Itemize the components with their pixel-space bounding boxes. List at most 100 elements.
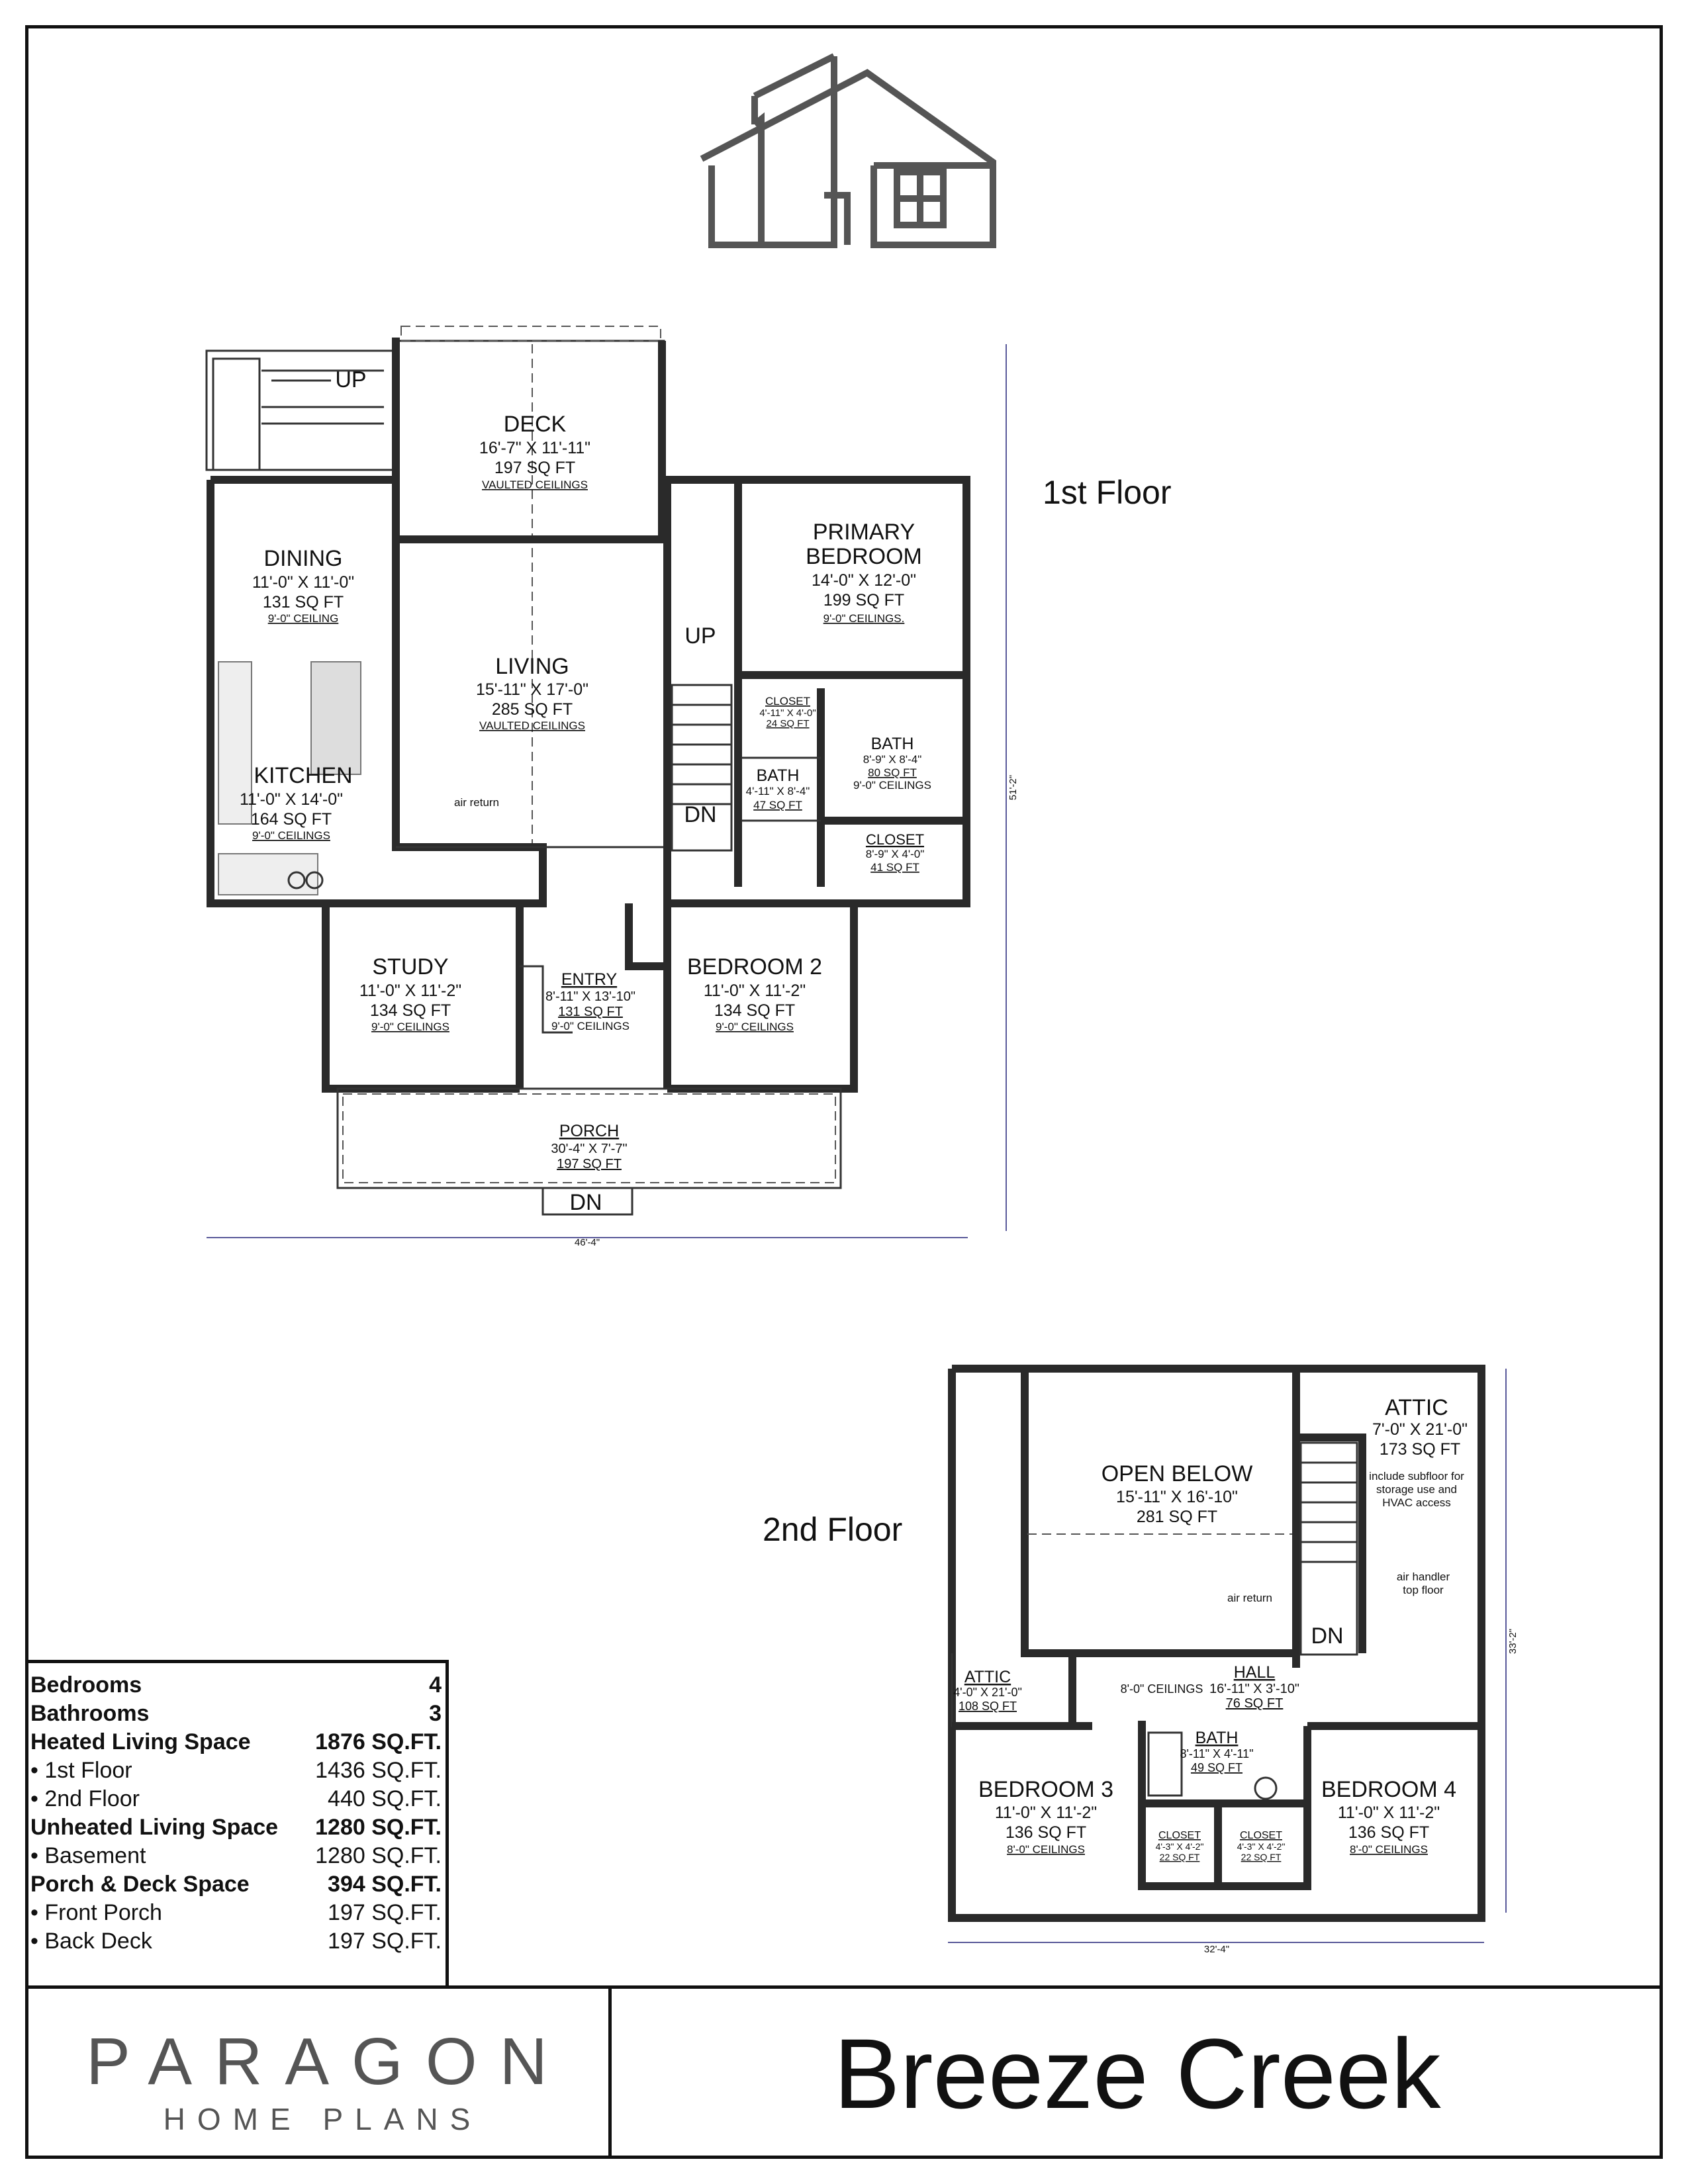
bedroom4-size: 11'-0" X 11'-2"	[1338, 1803, 1440, 1822]
bedroom3-ceiling: 8'-0" CEILINGS	[1007, 1843, 1085, 1856]
attic-note-2: storage use and	[1376, 1483, 1457, 1496]
closet-b-area: 41 SQ FT	[870, 861, 919, 874]
study-name: STUDY	[372, 954, 448, 979]
deck-area: 197 SQ FT	[494, 459, 575, 477]
bath-primary-ceiling: 9'-0" CEILINGS	[853, 779, 931, 792]
porch-size: 30'-4" X 7'-7"	[551, 1142, 627, 1156]
study-size: 11'-0" X 11'-2"	[359, 981, 461, 1000]
house-outline-icon	[700, 53, 996, 248]
primary-name-1: PRIMARY	[813, 520, 915, 545]
closet-b-size: 8'-9" X 4'-0"	[866, 848, 925, 860]
living-size: 15'-11" X 17'-0"	[476, 680, 588, 699]
closet-l-size: 4'-3" X 4'-2"	[1156, 1841, 1204, 1852]
kitchen-area: 164 SQ FT	[251, 810, 332, 829]
first-floor-plan	[205, 326, 1007, 1238]
bedroom4-area: 136 SQ FT	[1348, 1823, 1429, 1842]
stats-row: Heated Living Space 1876 SQ.FT.	[30, 1728, 442, 1756]
bath-2f-size: 8'-11" X 4'-11"	[1180, 1747, 1253, 1760]
bath-hall-name: BATH	[757, 766, 800, 785]
closet-a-size: 4'-11" X 4'-0"	[759, 707, 816, 719]
closet-r-size: 4'-3" X 4'-2"	[1237, 1841, 1286, 1852]
stats-value: 440 SQ.FT.	[328, 1786, 442, 1811]
brand-name: PARAGON	[86, 2025, 570, 2099]
open-below-name: OPEN BELOW	[1102, 1461, 1253, 1486]
closet-b-name: CLOSET	[866, 831, 924, 848]
plan-title: Breeze Creek	[833, 2018, 1441, 2129]
ff-width-dim: 46'-4"	[575, 1237, 600, 1248]
bedroom3-area: 136 SQ FT	[1006, 1823, 1086, 1842]
stats-label: • Back Deck	[30, 1929, 152, 1954]
closet-a-name: CLOSET	[765, 695, 810, 707]
stats-label: • Front Porch	[30, 1900, 162, 1925]
bedroom3-name: BEDROOM 3	[978, 1777, 1113, 1802]
attic-note-1: include subfloor for	[1369, 1470, 1464, 1482]
porch-area: 197 SQ FT	[557, 1157, 622, 1171]
living-name: LIVING	[495, 654, 569, 679]
stats-label: Porch & Deck Space	[30, 1872, 250, 1897]
bedroom2-ceiling: 9'-0" CEILINGS	[716, 1021, 794, 1033]
stats-value: 1280 SQ.FT.	[315, 1815, 442, 1840]
stats-label: • Basement	[30, 1843, 146, 1868]
up-mark-back: UP	[335, 367, 366, 392]
dn-mark-porch: DN	[569, 1190, 602, 1215]
attic-right-size: 7'-0" X 21'-0"	[1372, 1420, 1468, 1439]
dining-name: DINING	[264, 546, 343, 571]
stats-label: Heated Living Space	[30, 1729, 251, 1754]
primary-area: 199 SQ FT	[823, 591, 904, 610]
stats-value: 197 SQ.FT.	[328, 1900, 442, 1925]
air-return-label: air return	[454, 796, 499, 809]
open-below-size: 15'-11" X 16'-10"	[1116, 1488, 1238, 1506]
dining-ceiling: 9'-0" CEILING	[268, 612, 339, 625]
deck-size: 16'-7" X 11'-11"	[479, 439, 590, 457]
hall-ceiling: 8'-0" CEILINGS	[1121, 1682, 1203, 1696]
ff-depth-dim: 51'-2"	[1008, 775, 1019, 800]
closet-a-area: 24 SQ FT	[766, 718, 809, 729]
dining-size: 11'-0" X 11'-0"	[252, 573, 354, 592]
primary-ceiling: 9'-0" CEILINGS.	[823, 612, 905, 625]
stats-value: 197 SQ.FT.	[328, 1929, 442, 1954]
bath-primary-size: 8'-9" X 8'-4"	[863, 753, 922, 766]
stats-label: • 2nd Floor	[30, 1786, 140, 1811]
second-floor-label: 2nd Floor	[763, 1511, 903, 1548]
stats-value: 1280 SQ.FT.	[315, 1843, 442, 1868]
entry-area: 131 SQ FT	[558, 1005, 623, 1019]
attic-left-size: 4'-0" X 21'-0"	[953, 1686, 1022, 1699]
bedroom3-size: 11'-0" X 11'-2"	[995, 1803, 1097, 1822]
study-ceiling: 9'-0" CEILINGS	[371, 1021, 449, 1033]
deck-ceiling: VAULTED CEILINGS	[482, 478, 588, 491]
bath-primary-area: 80 SQ FT	[868, 766, 917, 779]
closet-l-name: CLOSET	[1158, 1830, 1201, 1841]
primary-size: 14'-0" X 12'-0"	[812, 571, 916, 590]
air-handler-1: air handler	[1397, 1570, 1450, 1583]
bath-2f-name: BATH	[1196, 1729, 1239, 1747]
sf-depth-dim: 33'-2"	[1507, 1629, 1519, 1654]
primary-name-2: BEDROOM	[806, 544, 922, 569]
stats-row: • Basement 1280 SQ.FT.	[30, 1842, 442, 1870]
attic-left-area: 108 SQ FT	[959, 1700, 1017, 1713]
attic-left-name: ATTIC	[964, 1668, 1011, 1686]
dining-area: 131 SQ FT	[263, 593, 344, 612]
hall-area: 76 SQ FT	[1226, 1696, 1284, 1711]
attic-right-area: 173 SQ FT	[1380, 1440, 1460, 1459]
attic-note-3: HVAC access	[1382, 1496, 1451, 1509]
stats-value: 1876 SQ.FT.	[315, 1729, 442, 1754]
bedroom2-name: BEDROOM 2	[687, 954, 822, 979]
kitchen-size: 11'-0" X 14'-0"	[240, 790, 343, 809]
second-floor-plan	[948, 1365, 1507, 1943]
porch-name: PORCH	[559, 1122, 619, 1140]
living-ceiling: VAULTED CEILINGS	[479, 719, 585, 732]
brand-subtitle: HOME PLANS	[163, 2102, 483, 2136]
air-handler-2: top floor	[1403, 1584, 1444, 1596]
first-floor-labels: UP DECK 16'-7" X 11'-11" 197 SQ FT VAULT…	[240, 367, 1019, 1248]
open-below-area: 281 SQ FT	[1137, 1508, 1217, 1526]
study-area: 134 SQ FT	[370, 1001, 451, 1020]
bath-primary-name: BATH	[871, 735, 914, 753]
stats-label: Bathrooms	[30, 1701, 150, 1726]
second-floor-labels: OPEN BELOW 15'-11" X 16'-10" 281 SQ FT A…	[953, 1395, 1519, 1955]
bath-hall-area: 47 SQ FT	[753, 799, 802, 811]
